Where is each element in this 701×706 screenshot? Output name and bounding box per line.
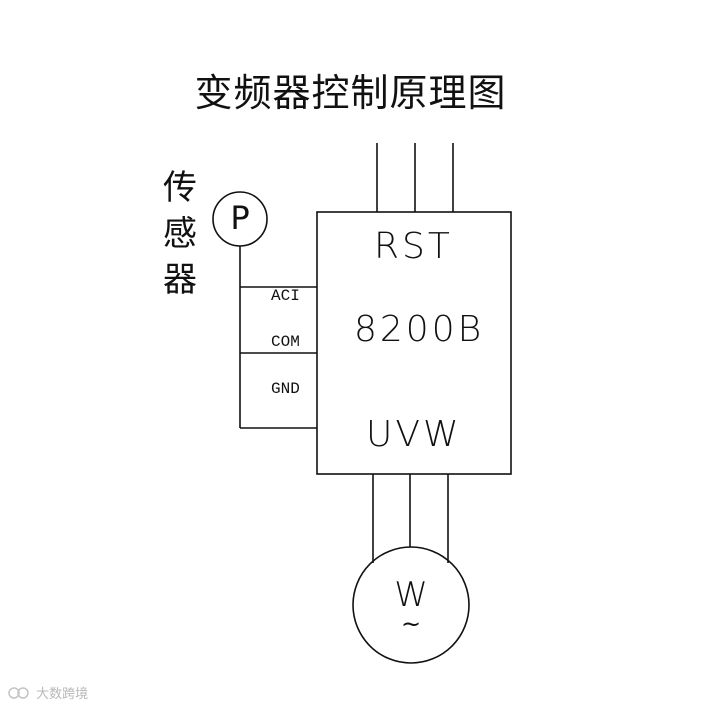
terminal-com-label: COM [271,333,300,351]
sensor-label-line-3: 器 [163,260,197,300]
diagram-title: 变频器控制原理图 [194,71,507,115]
sensor-label-line-2: 感 [163,214,197,254]
terminal-gnd-label: GND [271,380,300,398]
sensor-label-line-1: 传 [163,168,197,208]
motor-circle [352,546,470,664]
inverter-box [316,211,512,475]
inverter-model: 8200B [354,309,485,350]
terminal-aci-label: ACI [271,287,300,305]
sensor-symbol: P [230,199,250,237]
watermark: 大数跨境 [8,683,88,704]
motor-symbol: W [394,575,428,615]
sensor-label: 传 感 器 [158,165,202,303]
motor-ac-symbol: ~ [400,610,422,638]
inverter-input-label: RST [374,226,453,267]
watermark-text: 大数跨境 [36,687,89,702]
inverter-output-label: UVW [366,414,462,455]
watermark-logo-icon [8,686,32,704]
